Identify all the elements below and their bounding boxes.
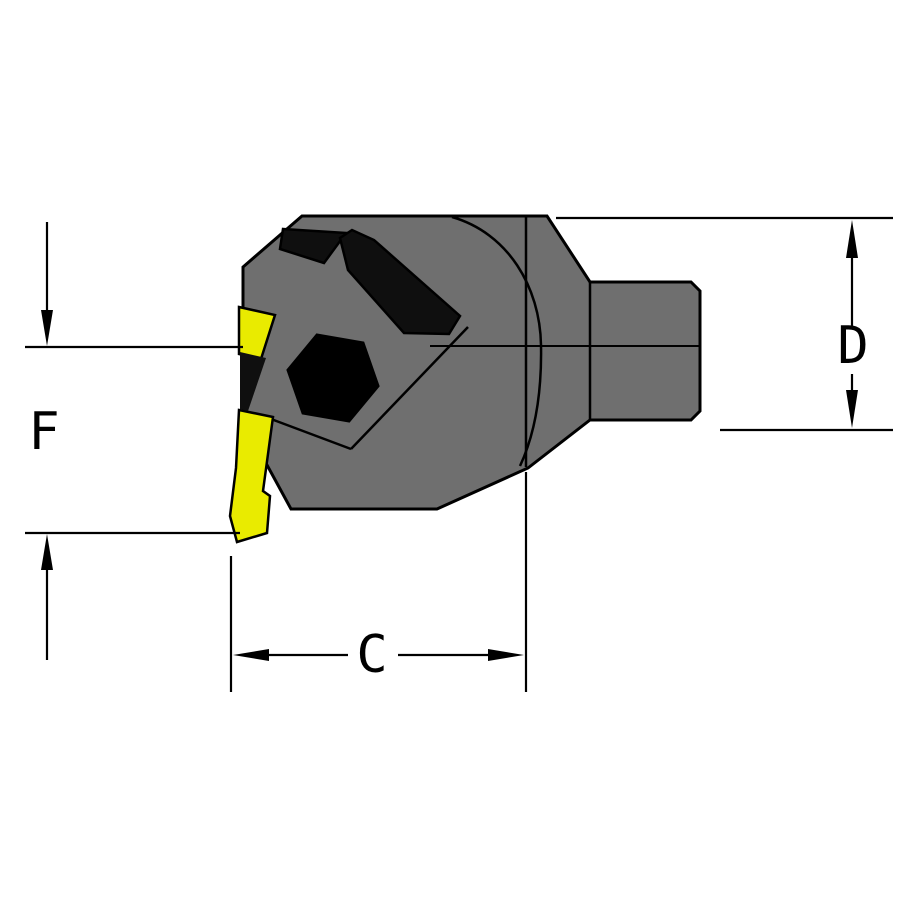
dim-label-d: D [837, 316, 868, 376]
dim-label-f: F [28, 402, 59, 462]
cartridge-seat-line-right [350, 326, 469, 450]
clamp-arm [338, 228, 462, 336]
dimension-arrowheads [41, 220, 858, 661]
pocket-sliver [240, 352, 266, 411]
head-round-arc [451, 215, 543, 467]
clamp-hardware [278, 227, 462, 336]
c-arrowhead-right-icon [488, 649, 524, 661]
clamp-screw-hex-icon [286, 333, 380, 423]
d-arrowhead-down-icon [846, 390, 858, 428]
tool-group [228, 214, 702, 544]
dim-label-c: C [356, 625, 387, 685]
f-arrowhead-up-icon [41, 534, 53, 570]
insert-top-face [278, 227, 349, 265]
d-arrowhead-up-icon [846, 220, 858, 258]
body-detail-lines [270, 215, 700, 467]
dimension-lines [25, 216, 893, 692]
c-arrowhead-left-icon [233, 649, 269, 661]
dimension-labels: F D C [28, 316, 868, 685]
insert-lower-blade [228, 408, 275, 544]
f-arrowhead-down-icon [41, 310, 53, 346]
cartridge-seat-line-left [270, 417, 352, 451]
insert-cartridge [228, 305, 277, 544]
